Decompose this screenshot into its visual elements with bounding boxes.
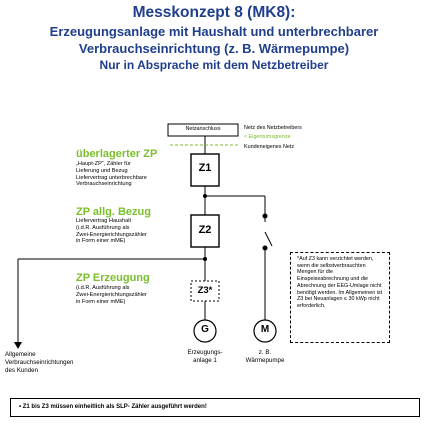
heatpump-switch	[264, 231, 273, 247]
consumers-label-3: des Kunden	[5, 367, 39, 374]
consumers-label: Allgemeine Verbrauchseinrichtungen des K…	[5, 351, 73, 375]
generation-heading: ZP Erzeugung	[76, 272, 150, 284]
z3-note-box: *Auf Z3 kann verzichtet werden, wenn die…	[290, 252, 390, 343]
consumers-arrow	[14, 342, 22, 349]
operator-net-label: Netz des Netzbetreibers	[244, 125, 302, 131]
generator-symbol: G	[201, 324, 209, 335]
upstream-text: „Haupt-ZP“, Zähler für Lieferung und Bez…	[76, 161, 147, 188]
meter-z2-label: Z2	[198, 224, 212, 236]
meter-z1-box	[190, 153, 220, 187]
meter-z1-label: Z1	[198, 162, 212, 174]
motor-label: z. B. Wärmepumpe	[232, 349, 298, 365]
motor-circle	[253, 319, 277, 343]
motor-label-1: z. B.	[258, 349, 272, 356]
meter-z3-label: Z3*	[197, 285, 213, 296]
supply-heading: ZP allg. Bezug	[76, 206, 151, 218]
title-line-3: Verbrauchseinrichtung (z. B. Wärmepumpe)	[78, 41, 350, 56]
generator-label-2: anlage 1	[193, 357, 217, 364]
title-line-2: Erzeugungsanlage mit Haushalt und unterb…	[49, 24, 379, 39]
generator-label: Erzeugungs- anlage 1	[170, 349, 240, 365]
switch-dot-top	[262, 213, 268, 219]
upstream-heading: überlagerter ZP	[76, 148, 158, 160]
generator-circle	[193, 319, 217, 343]
generation-text: (i.d.R. Ausführung als Zwei-Energiericht…	[76, 285, 147, 305]
footnote-box: • Z1 bis Z3 müssen einheitlich als SLP- …	[10, 398, 420, 417]
junction-dot-1	[203, 194, 207, 198]
motor-label-2: Wärmepumpe	[245, 357, 285, 364]
junction-dot-2	[203, 257, 207, 261]
title-line-4: Nur in Absprache mit dem Netzbetreiber	[99, 58, 329, 72]
consumers-label-2: Verbrauchseinrichtungen	[5, 359, 74, 366]
motor-symbol: M	[260, 324, 270, 335]
title-line-1: Messkonzept 8 (MK8):	[132, 4, 296, 21]
grid-connection-box	[167, 123, 239, 137]
supply-text: Liefervertrag Haushalt (i.d.R. Ausführun…	[76, 218, 147, 245]
consumers-label-1: Allgemeine	[5, 351, 36, 358]
meter-z2-box	[190, 214, 220, 248]
grid-connection-label: Netzanschluss	[185, 126, 221, 132]
ownership-boundary-label: < Eigentumsgrenze	[244, 134, 291, 140]
customer-net-label: Kundeneigenes Netz	[244, 144, 295, 150]
generator-label-1: Erzeugungs-	[187, 349, 223, 356]
